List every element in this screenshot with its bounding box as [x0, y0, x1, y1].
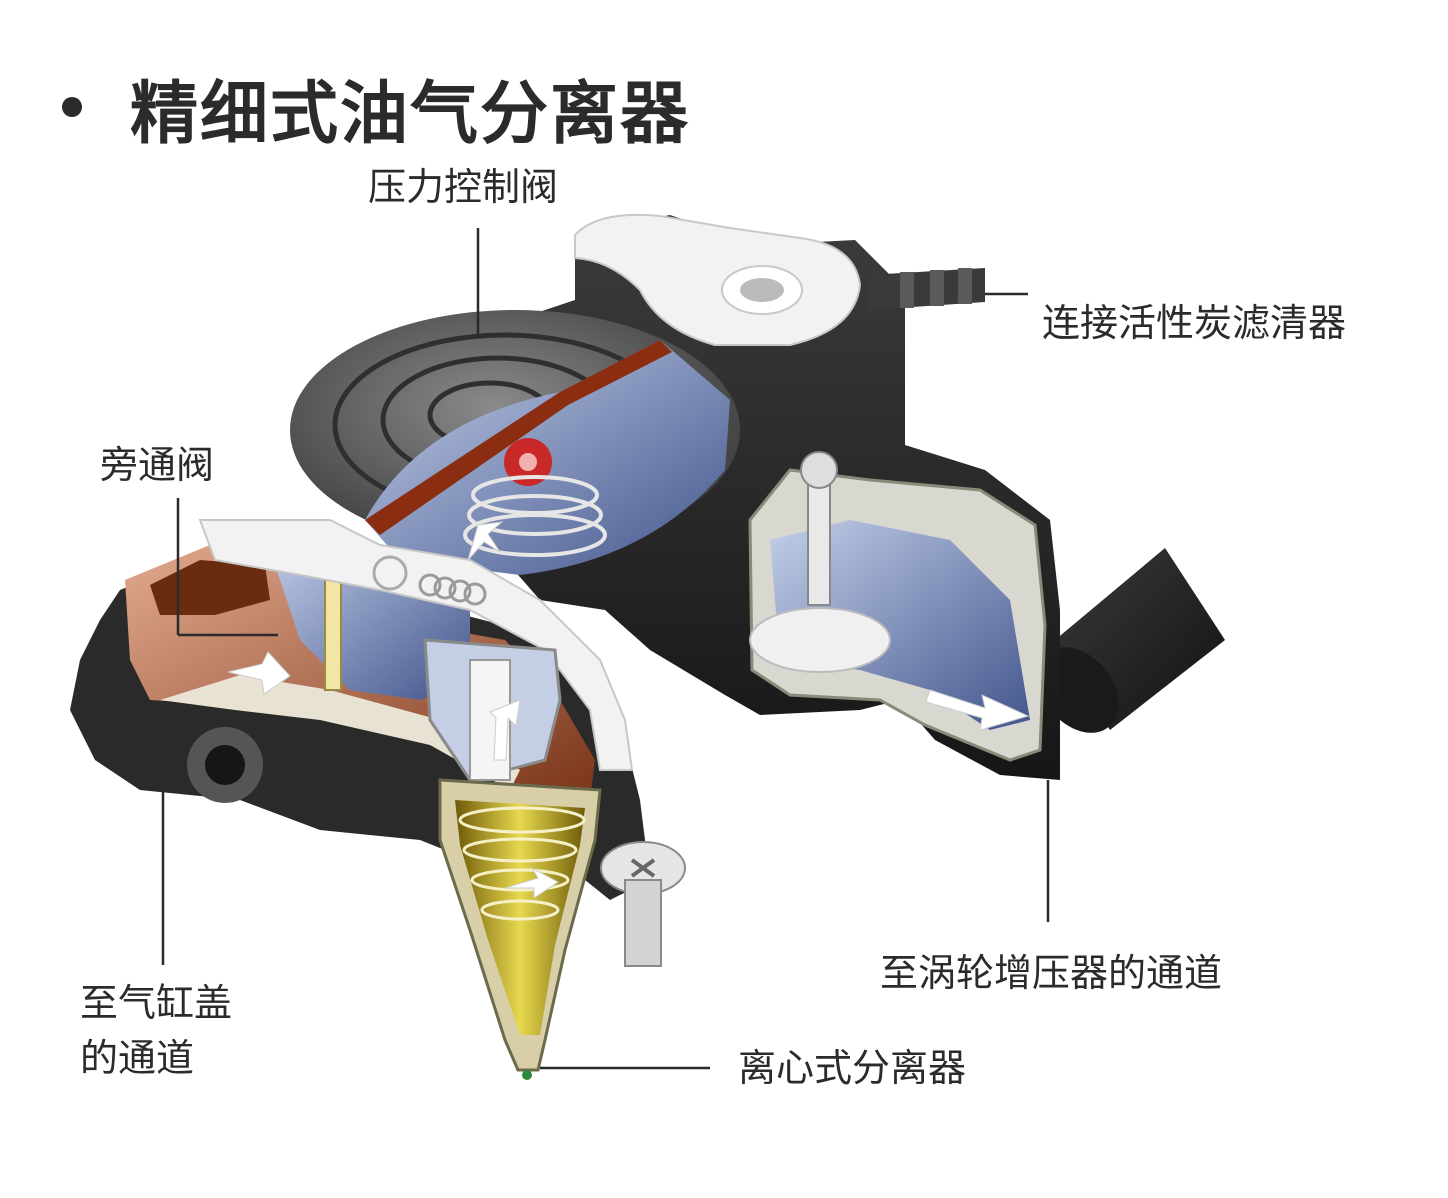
rings-logo-icon — [418, 573, 487, 606]
label-pressure-valve: 压力控制阀 — [368, 165, 559, 209]
label-carbon-filter: 连接活性炭滤清器 — [1042, 301, 1347, 345]
leader-lines — [161, 228, 1050, 1070]
flow-arrow-icons — [227, 521, 1030, 899]
main-cover — [198, 519, 634, 771]
label-cylinder-head-line2: 的通道 — [80, 1036, 195, 1080]
pressure-valve-interior — [365, 340, 730, 575]
label-bypass-valve: 旁通阀 — [100, 443, 215, 487]
label-turbo-passage: 至涡轮增压器的通道 — [880, 951, 1223, 995]
title-row: 精细式油气分离器 — [62, 62, 690, 154]
turbo-passage-cutaway — [748, 451, 1047, 762]
top-cap — [574, 213, 862, 346]
carbon-filter-port — [868, 268, 985, 310]
label-cylinder-head-line1: 至气缸盖 — [80, 981, 233, 1025]
centrifugal-cone — [438, 778, 602, 1080]
bolt-icon — [600, 841, 686, 967]
page-title: 精细式油气分离器 — [130, 74, 691, 154]
bullet-icon — [62, 97, 82, 117]
label-centrifugal-separator: 离心式分离器 — [738, 1046, 967, 1090]
